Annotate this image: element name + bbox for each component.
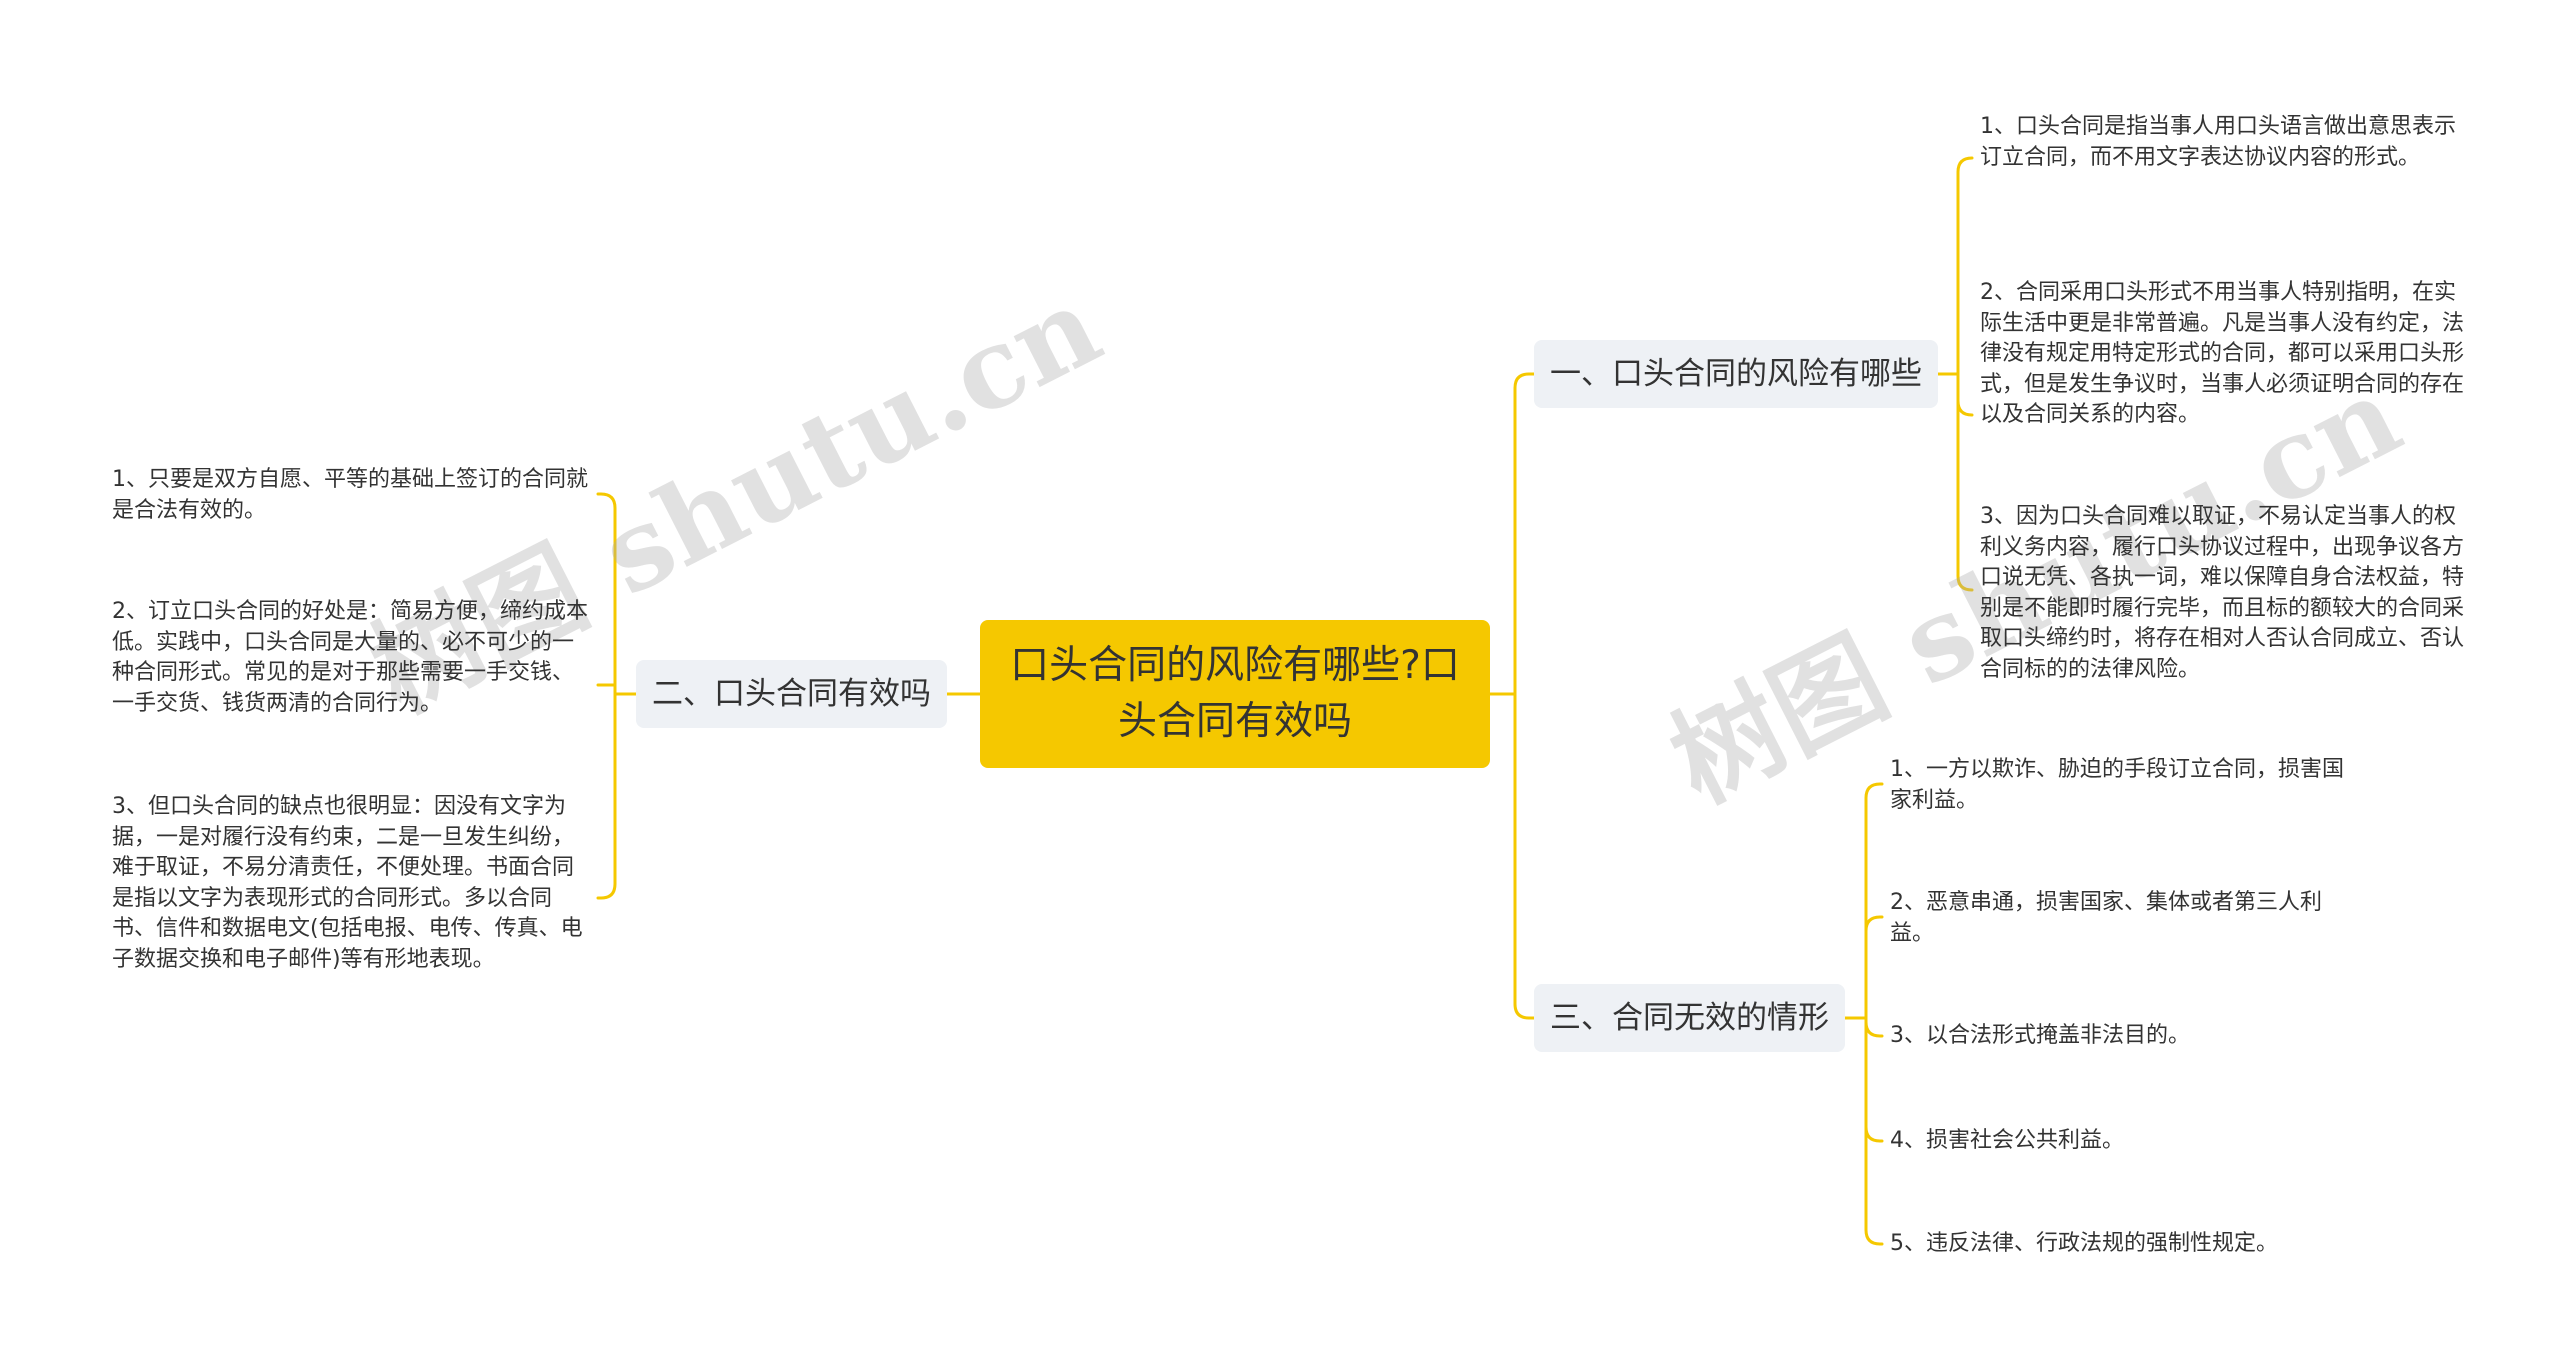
branch-topic-label: 一、口头合同的风险有哪些: [1550, 356, 1922, 392]
leaf-topic-text: 1、只要是双方自愿、平等的基础上签订的合同就是合法有效的。: [112, 467, 588, 523]
branch1-link: [1956, 156, 1974, 376]
leaf-topic[interactable]: 2、恶意串通，损害国家、集体或者第三人利益。: [1890, 888, 2360, 949]
leaf-topic-text: 2、恶意串通，损害国家、集体或者第三人利益。: [1890, 890, 2322, 946]
leaf-topic[interactable]: 5、违反法律、行政法规的强制性规定。: [1890, 1229, 2360, 1260]
leaf-topic-text: 3、因为口头合同难以取证，不易认定当事人的权利义务内容，履行口头协议过程中，出现…: [1980, 504, 2465, 682]
branch-topic-validity[interactable]: 二、口头合同有效吗: [636, 660, 947, 728]
leaf-topic[interactable]: 1、一方以欺诈、胁迫的手段订立合同，损害国家利益。: [1890, 755, 2360, 816]
leaf-topic-text: 1、口头合同是指当事人用口头语言做出意思表示订立合同，而不用文字表达协议内容的形…: [1980, 114, 2456, 170]
branch1-link: [1956, 372, 1974, 417]
root-topic-label: 口头合同的风险有哪些?口头合同有效吗: [1010, 643, 1460, 744]
branch3-link: [1864, 1016, 1884, 1246]
leaf-topic-text: 5、违反法律、行政法规的强制性规定。: [1890, 1231, 2278, 1256]
leaf-topic[interactable]: 4、损害社会公共利益。: [1890, 1126, 2360, 1157]
root-right-link: [1513, 692, 1536, 1020]
leaf-topic[interactable]: 2、订立口头合同的好处是：简易方便，缔约成本低。实践中，口头合同是大量的、必不可…: [112, 597, 590, 719]
branch-topic-label: 二、口头合同有效吗: [652, 676, 931, 712]
root-topic[interactable]: 口头合同的风险有哪些?口头合同有效吗: [980, 620, 1490, 768]
leaf-topic[interactable]: 3、以合法形式掩盖非法目的。: [1890, 1021, 2360, 1052]
branch-topic-risks[interactable]: 一、口头合同的风险有哪些: [1534, 340, 1938, 408]
leaf-topic-text: 4、损害社会公共利益。: [1890, 1128, 2124, 1153]
branch2-link: [596, 492, 617, 696]
leaf-topic[interactable]: 2、合同采用口头形式不用当事人特别指明，在实际生活中更是非常普遍。凡是当事人没有…: [1980, 278, 2470, 431]
leaf-topic-text: 2、合同采用口头形式不用当事人特别指明，在实际生活中更是非常普遍。凡是当事人没有…: [1980, 280, 2465, 427]
branch2-link: [596, 683, 617, 696]
leaf-topic-text: 3、以合法形式掩盖非法目的。: [1890, 1023, 2190, 1048]
leaf-topic[interactable]: 3、因为口头合同难以取证，不易认定当事人的权利义务内容，履行口头协议过程中，出现…: [1980, 502, 2470, 685]
branch3-link: [1864, 915, 1884, 1020]
root-right-link: [1513, 372, 1536, 696]
leaf-topic-text: 3、但口头合同的缺点也很明显：因没有文字为据，一是对履行没有约束，二是一旦发生纠…: [112, 794, 583, 972]
branch1-link: [1956, 372, 1974, 592]
branch2-link: [596, 692, 617, 900]
leaf-topic[interactable]: 1、口头合同是指当事人用口头语言做出意思表示订立合同，而不用文字表达协议内容的形…: [1980, 112, 2470, 173]
branch-topic-label: 三、合同无效的情形: [1550, 1000, 1829, 1036]
leaf-topic-text: 1、一方以欺诈、胁迫的手段订立合同，损害国家利益。: [1890, 757, 2344, 813]
leaf-topic-text: 2、订立口头合同的好处是：简易方便，缔约成本低。实践中，口头合同是大量的、必不可…: [112, 599, 588, 716]
leaf-topic[interactable]: 1、只要是双方自愿、平等的基础上签订的合同就是合法有效的。: [112, 465, 590, 526]
branch-topic-invalid-cases[interactable]: 三、合同无效的情形: [1534, 984, 1845, 1052]
leaf-topic[interactable]: 3、但口头合同的缺点也很明显：因没有文字为据，一是对履行没有约束，二是一旦发生纠…: [112, 792, 590, 975]
branch3-link: [1864, 1016, 1884, 1038]
branch3-link: [1864, 782, 1884, 1020]
